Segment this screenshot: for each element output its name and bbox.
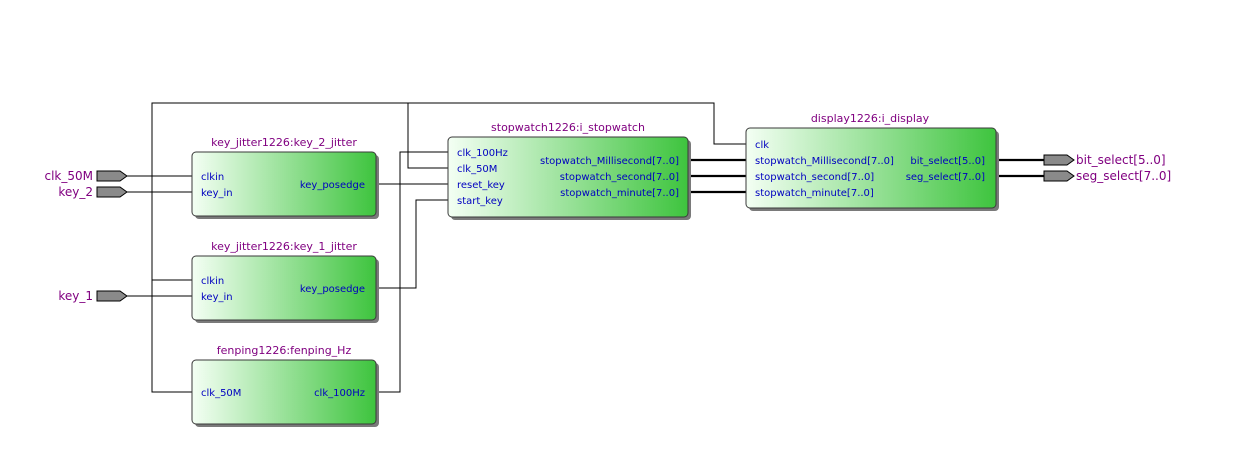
pin-label-key-2: key_2 xyxy=(58,185,93,199)
port-key-posedge: key_posedge xyxy=(300,180,365,191)
port-clk-50m: clk_50M xyxy=(201,388,241,399)
wire-clk50m-to-stopwatch-clk50m xyxy=(407,103,448,169)
block-display[interactable]: display1226:i_display clk stopwatch_Mill… xyxy=(745,112,999,211)
port-stopwatch-second: stopwatch_second[7..0] xyxy=(560,172,679,183)
wire-key1-posedge-to-start xyxy=(376,199,448,289)
port-start-key: start_key xyxy=(457,196,503,207)
pin-label-key-1: key_1 xyxy=(58,289,93,303)
port-clk-100hz: clk_100Hz xyxy=(314,388,365,399)
port-stopwatch-minute: stopwatch_minute[7..0] xyxy=(560,188,679,199)
port-stopwatch-millisecond: stopwatch_Millisecond[7..0] xyxy=(755,156,894,167)
port-seg-select: seg_select[7..0] xyxy=(906,172,985,183)
port-clkin: clkin xyxy=(201,276,224,287)
block-title: fenping1226:fenping_Hz xyxy=(217,344,352,357)
port-stopwatch-millisecond: stopwatch_Millisecond[7..0] xyxy=(540,156,679,167)
port-key-in: key_in xyxy=(201,188,233,199)
block-fenping[interactable]: fenping1226:fenping_Hz clk_50M clk_100Hz xyxy=(191,344,379,427)
wire-clk50m-to-fenping xyxy=(151,280,193,393)
output-pin-bit-select[interactable]: bit_select[5..0] xyxy=(1043,153,1166,167)
output-pin-seg-select[interactable]: seg_select[7..0] xyxy=(1043,169,1171,183)
block-title: display1226:i_display xyxy=(811,112,930,125)
pin-label-seg-select: seg_select[7..0] xyxy=(1076,169,1171,183)
block-title: key_jitter1226:key_2_jitter xyxy=(211,136,357,149)
port-clk-50m: clk_50M xyxy=(457,164,497,175)
block-key-2-jitter[interactable]: key_jitter1226:key_2_jitter clkin key_in… xyxy=(191,136,379,219)
wires xyxy=(127,102,1044,393)
port-key-in: key_in xyxy=(201,292,233,303)
input-pin-key-1[interactable]: key_1 xyxy=(58,289,128,303)
block-title: key_jitter1226:key_1_jitter xyxy=(211,240,357,253)
port-stopwatch-second: stopwatch_second[7..0] xyxy=(755,172,874,183)
input-pin-key-2[interactable]: key_2 xyxy=(58,185,128,199)
block-key-1-jitter[interactable]: key_jitter1226:key_1_jitter clkin key_in… xyxy=(191,240,379,323)
wire-clk100hz-to-stopwatch xyxy=(376,151,448,393)
block-stopwatch[interactable]: stopwatch1226:i_stopwatch clk_100Hz clk_… xyxy=(447,121,691,220)
wire-clk50m-trunk xyxy=(151,102,746,176)
port-reset-key: reset_key xyxy=(457,180,505,191)
port-key-posedge: key_posedge xyxy=(300,284,365,295)
pin-label-bit-select: bit_select[5..0] xyxy=(1076,153,1166,167)
port-clk: clk xyxy=(755,140,769,151)
input-pin-clk-50m[interactable]: clk_50M xyxy=(44,169,128,183)
port-clk-100hz: clk_100Hz xyxy=(457,148,508,159)
pin-label-clk-50m: clk_50M xyxy=(44,169,93,183)
port-clkin: clkin xyxy=(201,172,224,183)
port-bit-select: bit_select[5..0] xyxy=(910,156,985,167)
port-stopwatch-minute: stopwatch_minute[7..0] xyxy=(755,188,874,199)
block-title: stopwatch1226:i_stopwatch xyxy=(491,121,645,134)
